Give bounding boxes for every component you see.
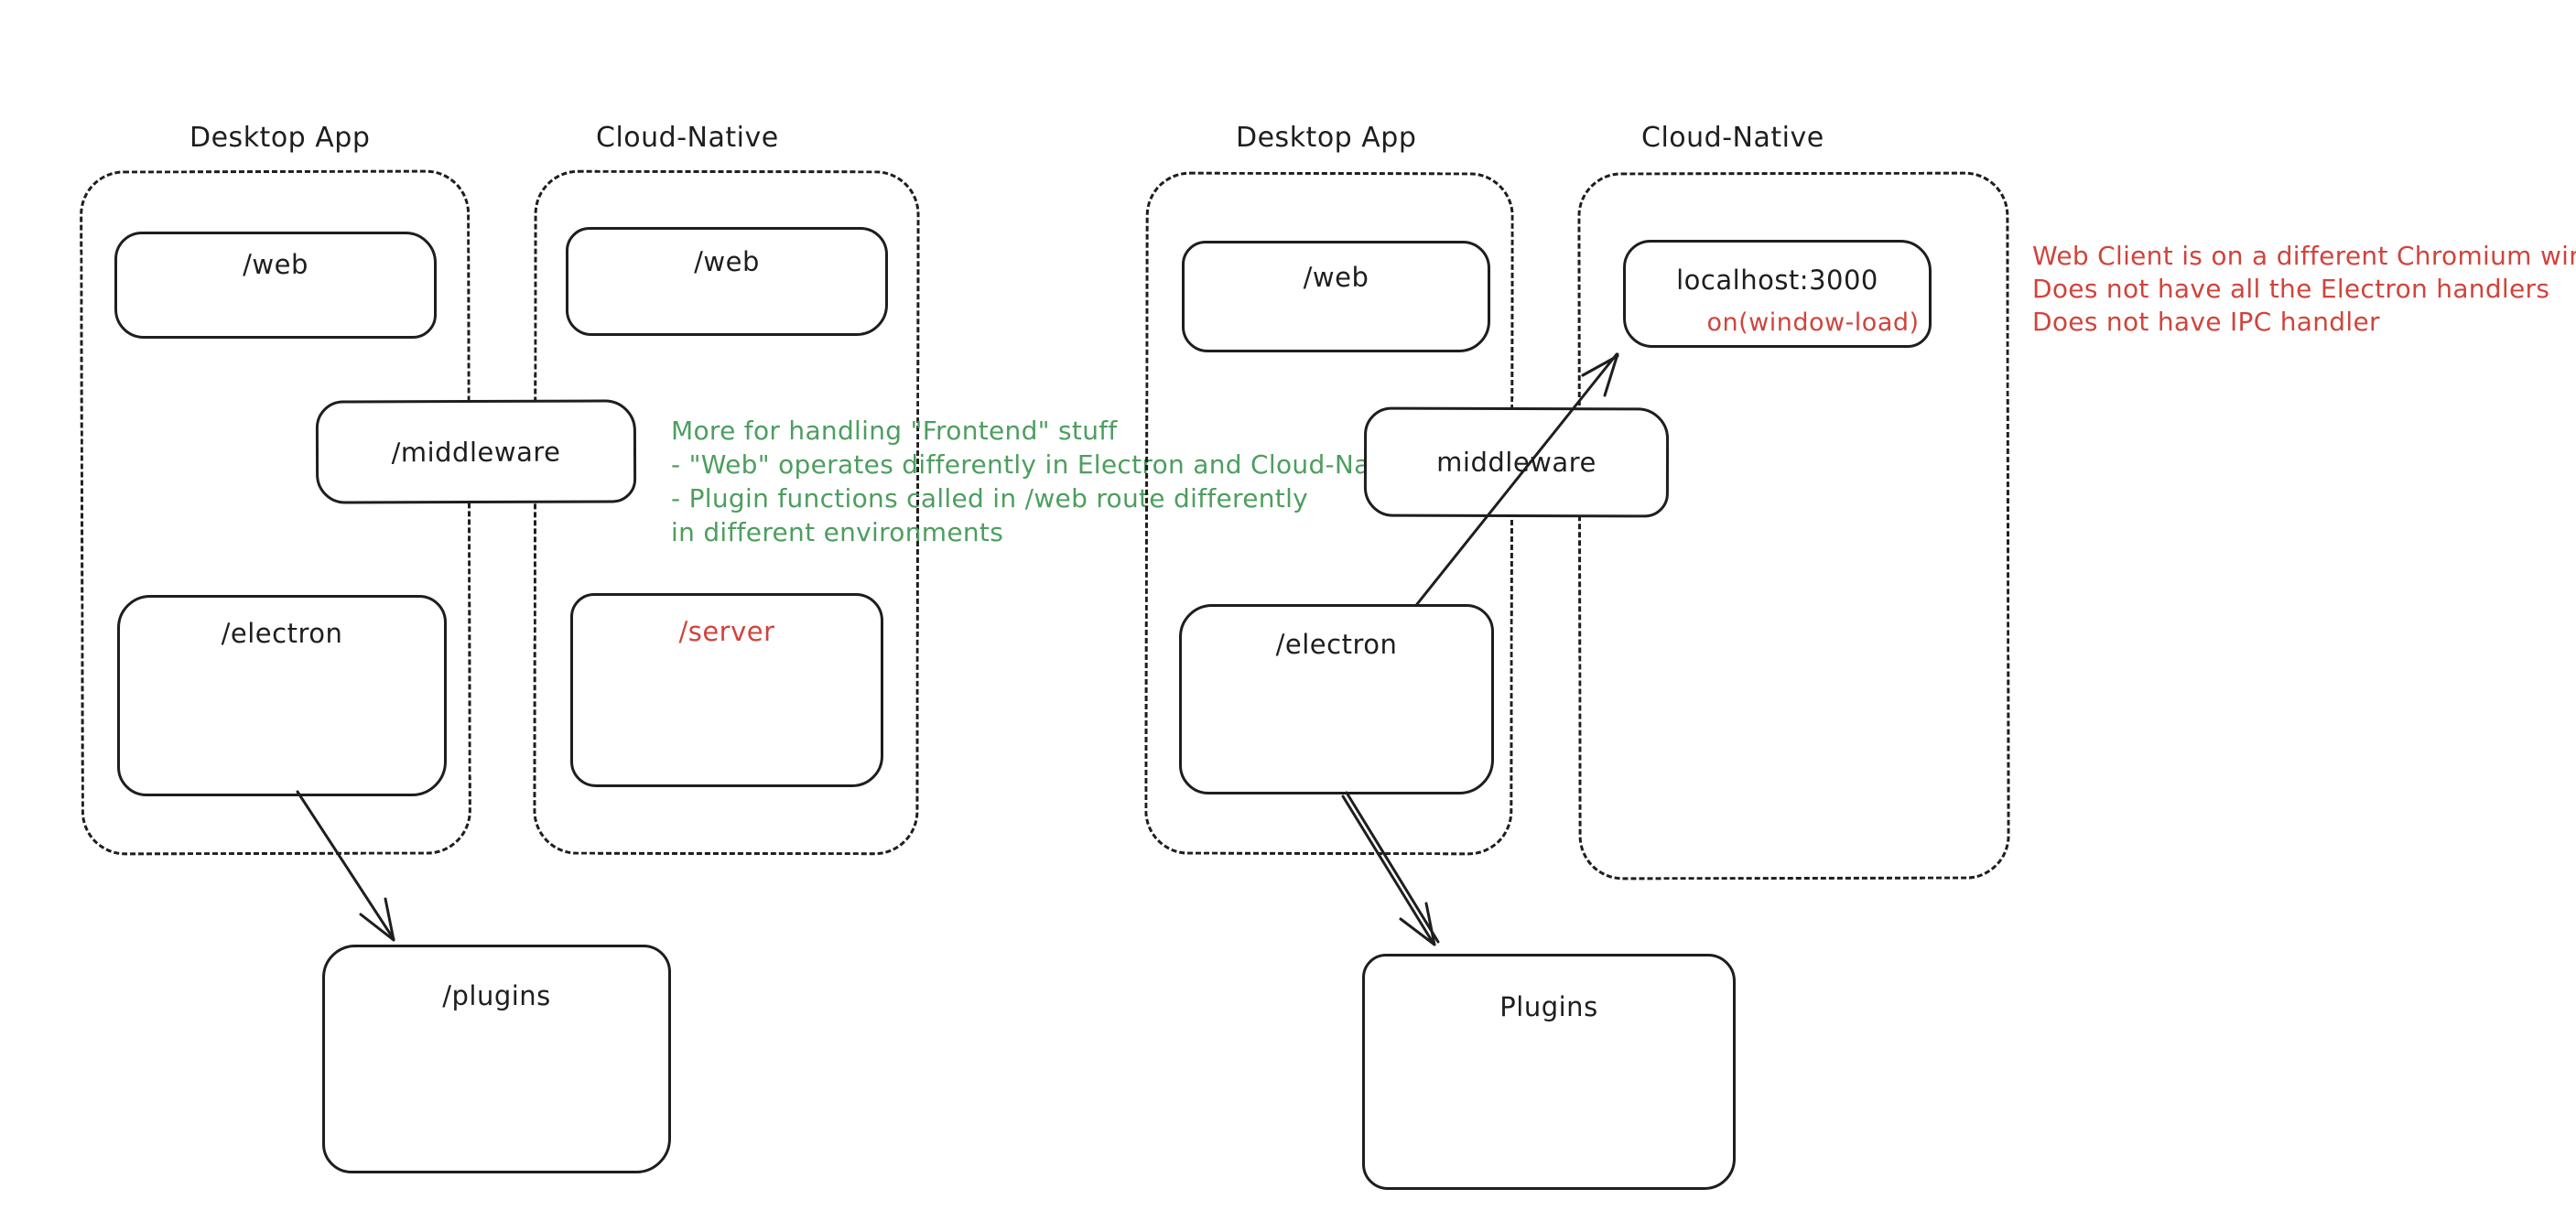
right-desktop-app-label[interactable]: Desktop App (1236, 122, 1417, 154)
left-desktop-web-label: /web (243, 249, 308, 280)
left-middleware-node[interactable]: /middleware (315, 399, 637, 504)
left-desktop-app-label[interactable]: Desktop App (189, 122, 371, 154)
left-electron-label: /electron (221, 618, 343, 649)
localhost-3000-node[interactable]: localhost:3000 on(window-load) (1623, 240, 1932, 348)
green-annotation[interactable]: More for handling "Frontend" stuff - "We… (671, 414, 1419, 549)
right-desktop-web-node[interactable]: /web (1182, 241, 1490, 352)
red-annotation[interactable]: Web Client is on a different Chromium wi… (2032, 240, 2576, 339)
right-middleware-node[interactable]: middleware (1363, 406, 1670, 518)
green-annotation-line: - Plugin functions called in /web route … (671, 483, 1309, 513)
red-annotation-line: Does not have IPC handler (2032, 307, 2380, 337)
left-plugins-node[interactable]: /plugins (322, 945, 671, 1173)
left-server-label: /server (678, 616, 775, 647)
green-annotation-line: - "Web" operates differently in Electron… (671, 449, 1420, 480)
green-annotation-line: in different environments (671, 517, 1004, 547)
red-annotation-line: Does not have all the Electron handlers (2032, 274, 2550, 304)
right-electron-label: /electron (1275, 629, 1398, 660)
left-middleware-label: /middleware (391, 436, 561, 468)
left-cloud-web-label: /web (694, 246, 760, 277)
right-plugins-label: Plugins (1499, 991, 1598, 1022)
on-window-load-label: on(window-load) (1706, 308, 1920, 337)
left-plugins-label: /plugins (442, 980, 551, 1011)
left-server-node[interactable]: /server (570, 593, 883, 787)
right-desktop-web-label: /web (1303, 262, 1369, 293)
red-annotation-line: Web Client is on a different Chromium wi… (2032, 241, 2576, 271)
left-cloud-native-label[interactable]: Cloud-Native (596, 122, 779, 154)
left-electron-node[interactable]: /electron (117, 595, 447, 796)
right-plugins-node[interactable]: Plugins (1362, 954, 1736, 1190)
left-desktop-web-node[interactable]: /web (114, 232, 437, 339)
right-electron-node[interactable]: /electron (1179, 604, 1494, 794)
right-cloud-native-label[interactable]: Cloud-Native (1641, 122, 1824, 154)
green-annotation-line: More for handling "Frontend" stuff (671, 416, 1118, 446)
localhost-3000-label: localhost:3000 (1676, 264, 1878, 296)
left-cloud-web-node[interactable]: /web (566, 227, 888, 336)
right-middleware-label: middleware (1436, 446, 1596, 479)
